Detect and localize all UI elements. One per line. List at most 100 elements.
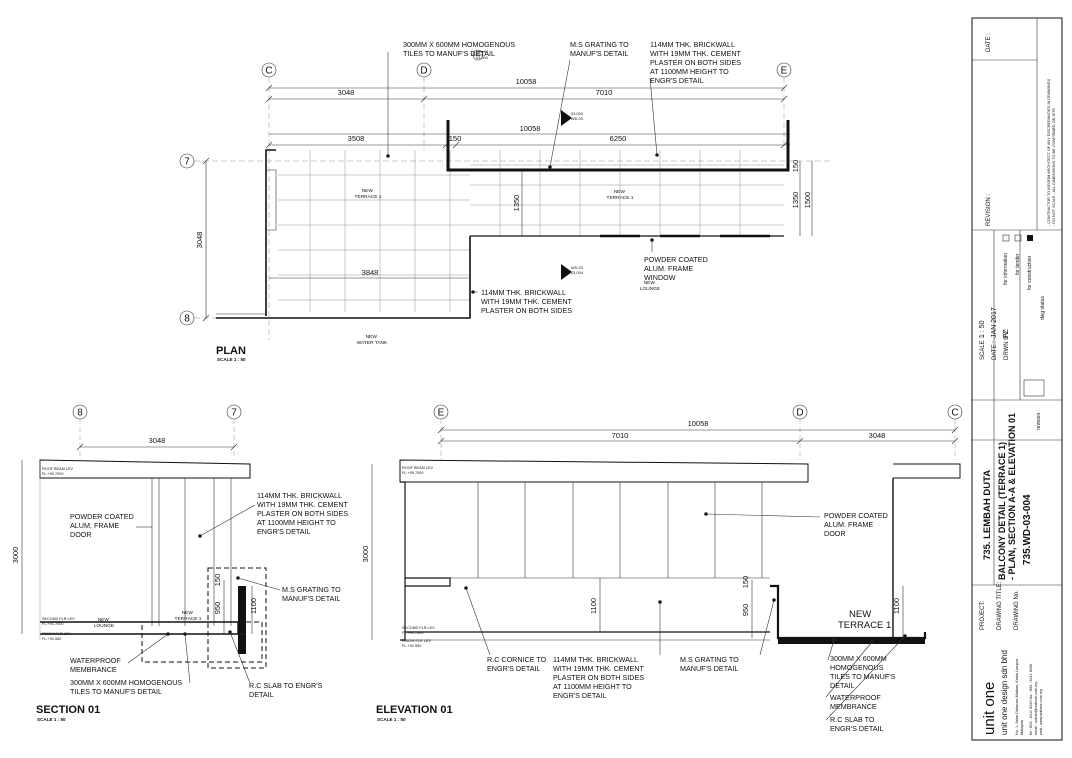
section-dim-width: 3048 — [149, 436, 166, 445]
grid-bubble-d: D — [416, 62, 432, 78]
section-scale: SCALE 1 : 50 — [37, 717, 66, 722]
plan-dim-depth-mid: 1350 — [512, 195, 521, 212]
plan-note-tiles: 300MM X 600MM HOMOGENOUS TILES TO MANUF'… — [403, 40, 517, 58]
elevation-note-tiles: 300MM X 600MM HOMOGENOUS TILES TO MANUF'… — [830, 654, 897, 690]
elevation-grid-bubble-d: D — [792, 404, 808, 420]
svg-text:03-004: 03-004 — [476, 56, 488, 60]
section-door-frame — [151, 478, 232, 626]
plan-dim-inner-left: 3508 — [348, 134, 365, 143]
section-room-terrace: NEW TERRACE 1 — [175, 610, 202, 622]
plan-note-grating: M.S GRATING TO MANUF'S DETAIL — [570, 40, 631, 58]
svg-text:ROOF BEAM LEV: ROOF BEAM LEV — [42, 467, 73, 471]
tb-disclaimer: - CONTRACTOR TO INFORM ARCHITECT OF ANY … — [1047, 78, 1056, 226]
svg-text:03-004: 03-004 — [571, 271, 583, 275]
plan-dim-inner-total: 10058 — [520, 124, 541, 133]
section-parapet — [238, 586, 246, 654]
plan-note-brickwall-top: 114MM THK. BRICKWALL WITH 19MM THK. CEME… — [650, 40, 743, 85]
plan-room-terrace-a: NEW TERRACE 1 — [355, 188, 382, 200]
elevation-terrace-label: NEW TERRACE 1 — [838, 609, 891, 631]
section-detail-box-floor — [141, 621, 263, 663]
grid-bubble-c: C — [261, 62, 277, 78]
section-dim-150: 150 — [213, 574, 222, 587]
tb-scale-label: SCALE : — [980, 337, 986, 360]
elevation-cornice — [405, 577, 451, 587]
elevation-door-panels — [450, 482, 770, 579]
section-title: SECTION 01 — [36, 704, 100, 716]
plan-scale: SCALE 1 : 50 — [217, 357, 246, 362]
svg-text:FL.+91.7000: FL.+91.7000 — [402, 631, 423, 635]
section-note-brickwall: 114MM THK. BRICKWALL WITH 19MM THK. CEME… — [257, 491, 350, 536]
tb-status-tender: for tender — [1015, 253, 1021, 275]
plan-dim-overall: 10058 — [516, 77, 537, 86]
elevation-scale: SCALE 1 : 50 — [377, 717, 406, 722]
section-dim-950: 950 — [213, 602, 222, 615]
elevation-note-door: POWDER COATED ALUM. FRAME DOOR — [824, 511, 890, 538]
svg-text:SECOND FLR LEV: SECOND FLR LEV — [402, 626, 435, 630]
plan-title: PLAN — [216, 345, 246, 357]
svg-text:SECOND FLR LEV: SECOND FLR LEV — [42, 617, 75, 621]
svg-text:C: C — [265, 66, 272, 77]
svg-text:8: 8 — [184, 314, 190, 325]
plan-leaders — [386, 52, 659, 294]
tb-drawn-label: DRWN BY : — [1004, 328, 1010, 360]
tb-date-field-label: DATE : — [992, 341, 998, 360]
tb-status-info: for information — [1003, 253, 1009, 285]
section-note-slab: R.C SLAB TO ENGR'S DETAIL — [249, 681, 324, 699]
section-grid-bubble-7: 7 — [226, 404, 242, 420]
section-note-membrane: WATERPROOF MEMBRANCE — [70, 656, 123, 674]
svg-text:- DO NOT SCALE - ALL DIMENSION: - DO NOT SCALE - ALL DIMENSIONS TO BE CO… — [1052, 108, 1056, 226]
plan-room-terrace-b: NEW TERRACE 1 — [607, 189, 634, 201]
plan-dim-gap: 150 — [449, 134, 462, 143]
svg-text:email : admin@unitone.com.my: email : admin@unitone.com.my — [1034, 682, 1038, 735]
grid-bubble-e: E — [776, 62, 792, 78]
tb-project: 735. LEMBAH DUTA — [982, 470, 993, 560]
svg-text:FL.+91.7000: FL.+91.7000 — [42, 622, 63, 626]
elevation-left-wall — [400, 481, 406, 641]
tb-date-label: DATE : — [986, 33, 992, 52]
tb-revision-small: revision — [1036, 413, 1042, 430]
tb-drawn: FZ — [1003, 329, 1010, 338]
plan-tile-grid — [278, 150, 784, 312]
tb-drawing-title-label: DRAWING TITLE: — [997, 581, 1003, 630]
grid-bubble-7: 7 — [179, 153, 195, 169]
tb-drawing-no: 735.WD-03-004 — [1022, 494, 1033, 565]
tb-scale: 1 : 50 — [979, 320, 986, 338]
tb-revision-label: REVISION : — [986, 194, 992, 226]
svg-text:E: E — [781, 66, 788, 77]
svg-text:FL.+91.550: FL.+91.550 — [42, 637, 61, 641]
svg-text:E: E — [438, 408, 445, 419]
section-dim-1100: 1100 — [249, 598, 258, 614]
title-block: DATE : REVISION : - CONTRACTOR TO INFORM… — [971, 17, 1063, 741]
elevation-dim-height: 3000 — [361, 546, 370, 563]
elevation-dim-1100a: 1100 — [589, 598, 598, 614]
svg-text:7: 7 — [231, 408, 237, 419]
svg-text:FL.+91.550: FL.+91.550 — [402, 644, 421, 648]
section-detail-box-parapet — [207, 567, 267, 669]
section-note-grating: M.S GRATING TO MANUF'S DETAIL — [282, 585, 343, 603]
plan-dim-depth-right: 1350 — [791, 192, 800, 209]
elevation-leaders — [464, 512, 907, 721]
elevation-note-brickwall: 114MM THK. BRICKWALL WITH 19MM THK. CEME… — [553, 655, 646, 700]
tb-status-construction: for construction — [1027, 256, 1033, 290]
plan-dim-left: 3048 — [338, 88, 355, 97]
tb-dwg-status: dwg status — [1040, 296, 1046, 320]
elevation-note-cornice: R.C CORNICE TO ENGR'S DETAIL — [487, 655, 548, 673]
elevation-dim-950: 950 — [741, 604, 750, 617]
elevation-title: ELEVATION 01 — [376, 704, 453, 716]
section-note-tiles: 300MM X 600MM HOMOGENOUS TILES TO MANUF'… — [70, 678, 184, 696]
svg-text:tel : 603 - 6411 6020 fax : 6: tel : 603 - 6411 6020 fax : 603 - 6411 6… — [1029, 664, 1033, 735]
elevation-dim-1100b: 1100 — [892, 598, 901, 614]
grid-bubble-8: 8 — [179, 310, 195, 326]
svg-text:03-004: 03-004 — [571, 112, 583, 116]
elevation-dim-left: 7010 — [612, 431, 629, 440]
svg-text:FINISH FLR LEV: FINISH FLR LEV — [42, 632, 71, 636]
svg-text:No. 1, Jalan Dutamas Mutiara,: No. 1, Jalan Dutamas Mutiara, Kuala Lump… — [1015, 658, 1019, 735]
elevation-grid-bubble-e: E — [433, 404, 449, 420]
tb-project-label: PROJECT: — [980, 601, 986, 630]
